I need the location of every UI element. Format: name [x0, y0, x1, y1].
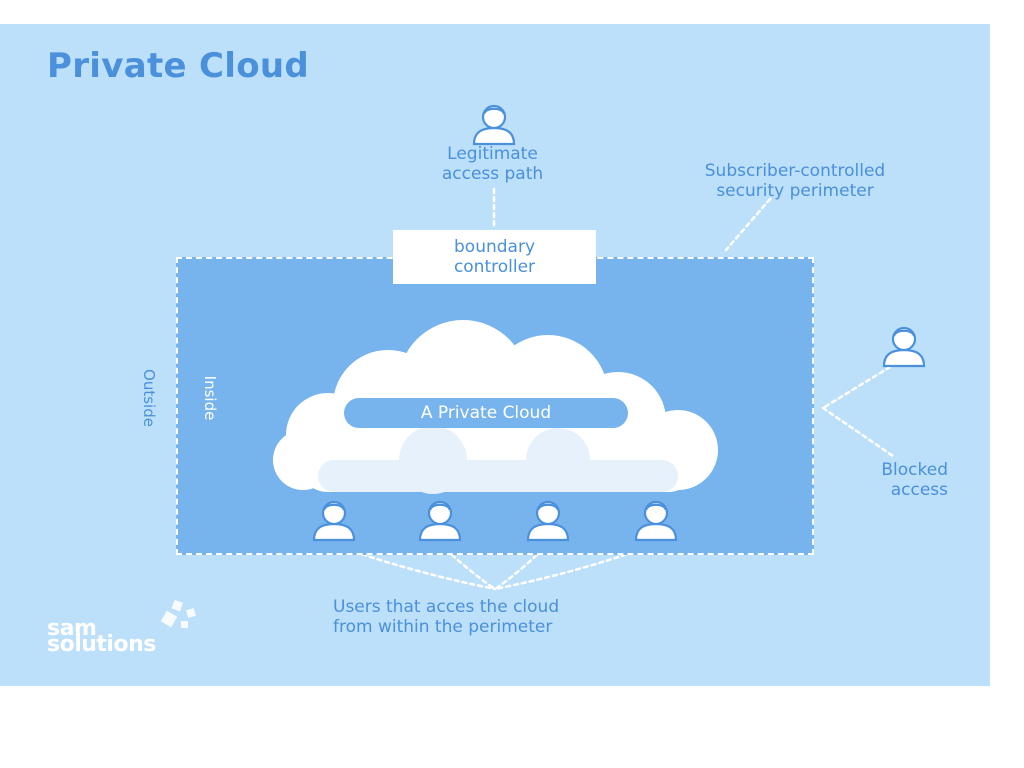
inside-users-line2: from within the perimeter: [333, 617, 553, 637]
user-icon: [526, 500, 570, 542]
user-icon: [312, 500, 356, 542]
boundary-controller-line1: boundary: [454, 237, 535, 257]
legitimate-access-line2: access path: [441, 164, 544, 184]
legitimate-access-label: Legitimate access path: [410, 144, 575, 184]
user-icon: [882, 326, 926, 368]
legitimate-access-line1: Legitimate: [447, 144, 538, 164]
security-perimeter-line1: Subscriber-controlled: [704, 161, 886, 181]
boundary-controller-line2: controller: [453, 257, 536, 277]
blocked-line-upper: [821, 365, 892, 410]
outside-label: Outside: [140, 369, 158, 427]
inside-label: Inside: [201, 375, 219, 421]
blocked-line-lower: [821, 406, 895, 458]
security-perimeter-line2: security perimeter: [716, 181, 874, 201]
blocked-access-line1: Blocked: [881, 460, 948, 480]
inside-users-line1: Users that acces the cloud: [333, 597, 560, 617]
inside-users-label: Users that acces the cloud from within t…: [333, 597, 673, 637]
user-icon: [418, 500, 462, 542]
user-icon: [634, 500, 678, 542]
diagram-title: Private Cloud: [47, 46, 310, 86]
private-cloud-label: A Private Cloud: [344, 398, 628, 428]
user-icon: [472, 104, 516, 146]
logo-text-line1: sam: [47, 616, 97, 641]
logo-text: sam solutions: [47, 616, 156, 657]
blocked-access-label: Blocked access: [838, 460, 948, 500]
sam-solutions-logo: sam solutions: [47, 599, 247, 659]
diagram-panel: Private Cloud Legitimate access path Sub…: [0, 24, 990, 686]
perimeter-pointer-line: [724, 197, 772, 252]
boundary-controller-box: boundary controller: [393, 230, 596, 284]
security-perimeter-label: Subscriber-controlled security perimeter: [655, 161, 935, 201]
blocked-access-line2: access: [890, 480, 948, 500]
cubes-logo-icon: [160, 599, 196, 628]
logo-text-line2: solutions: [47, 632, 156, 657]
